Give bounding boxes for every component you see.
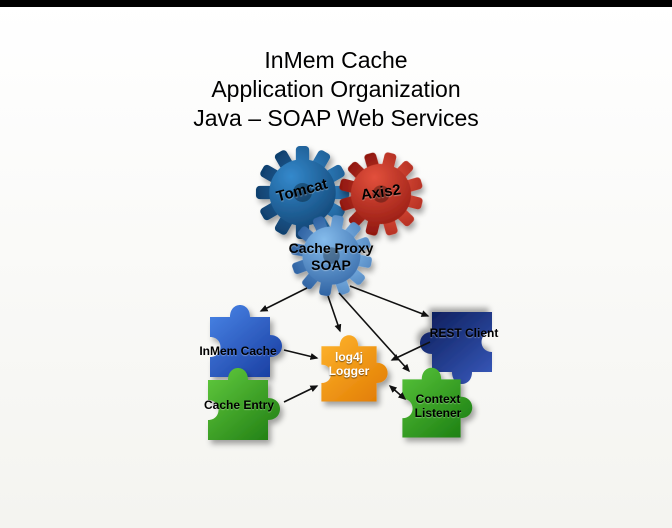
diagram-title: InMem Cache Application Organization Jav…: [0, 46, 672, 133]
log4j-label-line-1: log4j: [334, 350, 363, 364]
log4j-logger-label: log4j Logger: [313, 350, 385, 378]
title-line-1: InMem Cache: [264, 47, 408, 73]
cache-proxy-label-line-2: SOAP: [311, 257, 351, 273]
arrow-context-log4j-bidirectional: [388, 385, 407, 400]
rest-client-label: REST Client: [429, 326, 499, 340]
log4j-label-line-2: Logger: [328, 364, 370, 378]
arrow-cache-entry-to-log4j: [283, 385, 319, 403]
context-listener-label: Context Listener: [402, 392, 474, 420]
context-listener-label-line-1: Context: [415, 392, 461, 406]
arrow-proxy-to-inmem: [259, 287, 308, 312]
title-line-2: Application Organization: [211, 76, 461, 102]
arrows: [259, 285, 431, 403]
context-listener-label-line-2: Listener: [414, 406, 462, 420]
arrow-proxy-to-rest: [349, 285, 430, 317]
cache-proxy-gear-label: Cache Proxy SOAP: [281, 240, 381, 274]
cache-proxy-label-line-1: Cache Proxy: [288, 240, 374, 256]
inmem-cache-label: InMem Cache: [199, 344, 277, 358]
title-line-3: Java – SOAP Web Services: [193, 105, 479, 131]
arrow-rest-to-log4j: [390, 341, 431, 361]
arrow-proxy-to-log4j: [327, 295, 342, 333]
cache-entry-label: Cache Entry: [203, 398, 275, 412]
inmem-cache-piece: [210, 305, 282, 377]
top-black-bar: [0, 0, 672, 7]
arrow-inmem-to-log4j: [283, 349, 319, 360]
